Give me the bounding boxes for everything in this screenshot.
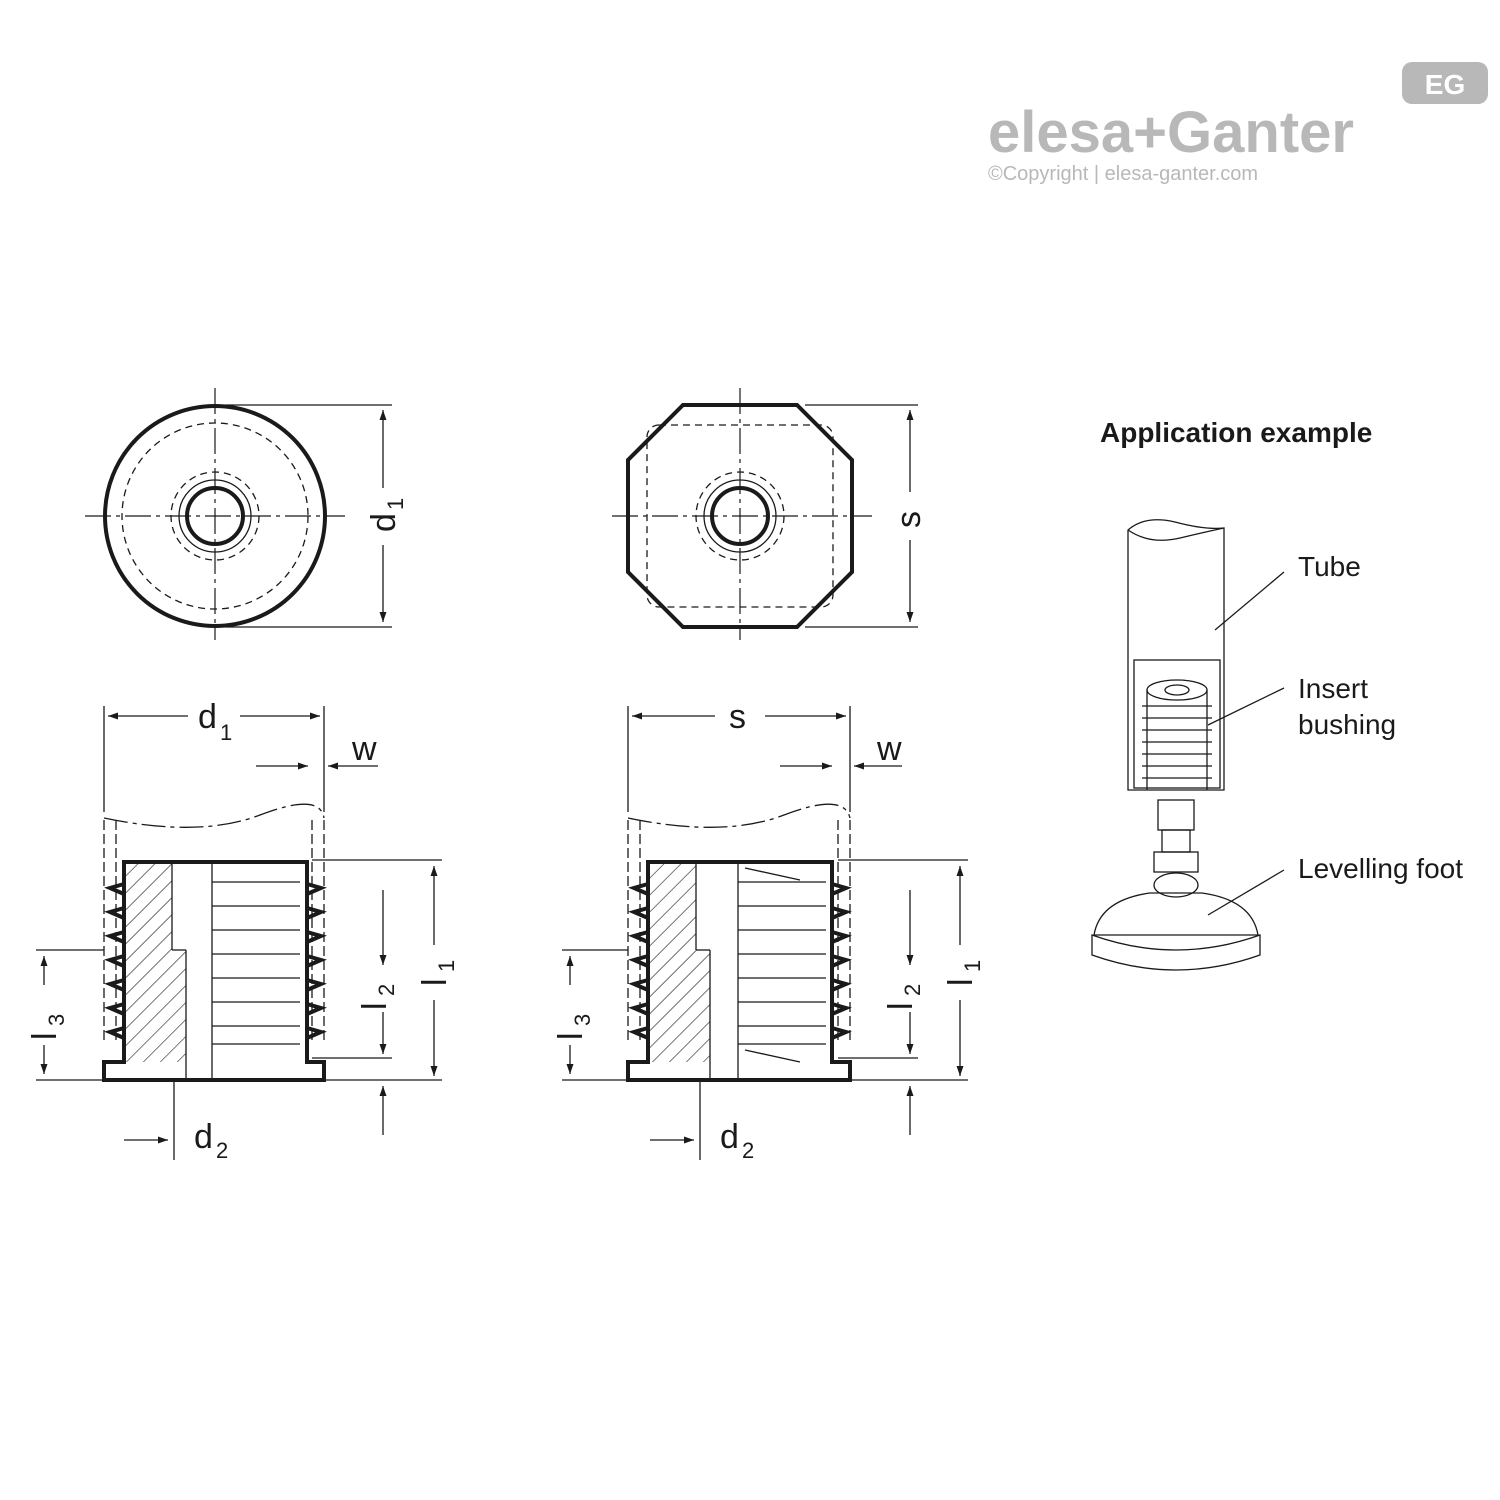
dim-s-section: s [729, 698, 746, 736]
dim-d1-section: d 1 [198, 698, 232, 745]
round-section-view: d 1 w l 1 l 2 l 3 [26, 698, 459, 1163]
svg-text:l: l [552, 1032, 590, 1040]
svg-text:2: 2 [374, 984, 399, 996]
svg-text:2: 2 [900, 984, 925, 996]
svg-text:1: 1 [383, 498, 408, 510]
svg-text:3: 3 [570, 1014, 595, 1026]
copyright-text: ©Copyright | elesa-ganter.com [988, 163, 1258, 185]
round-top-view: d 1 [85, 388, 408, 640]
dim-s-top: s [890, 511, 928, 528]
dim-d2-square: d 2 [720, 1118, 754, 1163]
levelling-foot-illustration [1091, 799, 1261, 971]
brand-logo: EG elesa+Ganter ©Copyright | elesa-gante… [988, 62, 1488, 185]
svg-text:1: 1 [220, 720, 232, 745]
eg-badge [1402, 62, 1488, 104]
dim-l2-square: l 2 [882, 984, 925, 1010]
svg-text:1: 1 [960, 960, 985, 972]
dim-w-round: w [351, 730, 377, 768]
svg-text:l: l [356, 1002, 394, 1010]
dim-w-square: w [876, 730, 902, 768]
svg-text:l: l [882, 1002, 920, 1010]
dim-l1-square: l 1 [942, 960, 985, 986]
tube-illustration [1127, 519, 1225, 791]
application-title: Application example [1100, 417, 1372, 448]
dim-l3-round: l 3 [26, 1014, 69, 1040]
eg-badge-text: EG [1425, 69, 1465, 100]
logo-text: elesa+Ganter [988, 100, 1354, 165]
dim-d2-round: d 2 [194, 1118, 228, 1163]
dim-l3-square: l 3 [552, 1014, 595, 1040]
label-levelling-foot: Levelling foot [1298, 853, 1463, 884]
svg-text:l: l [416, 978, 454, 986]
svg-text:d: d [198, 698, 217, 736]
square-section-view: s w l 1 l 2 l 3 [552, 698, 985, 1163]
label-bushing: bushing [1298, 709, 1396, 740]
square-top-view: s [612, 388, 928, 640]
insert-bushing-illustration [1142, 679, 1212, 790]
svg-text:d: d [365, 513, 403, 532]
svg-text:1: 1 [434, 960, 459, 972]
svg-text:2: 2 [742, 1138, 754, 1163]
svg-text:d: d [720, 1118, 739, 1156]
label-tube: Tube [1298, 551, 1361, 582]
svg-text:l: l [942, 978, 980, 986]
svg-text:2: 2 [216, 1138, 228, 1163]
svg-text:d: d [194, 1118, 213, 1156]
dim-d1-top: d 1 [365, 498, 408, 532]
svg-text:l: l [26, 1032, 64, 1040]
label-insert: Insert [1298, 673, 1368, 704]
dim-l2-round: l 2 [356, 984, 399, 1010]
application-example: Application example Tube Inse [1091, 417, 1463, 971]
svg-text:3: 3 [44, 1014, 69, 1026]
dim-l1-round: l 1 [416, 960, 459, 986]
